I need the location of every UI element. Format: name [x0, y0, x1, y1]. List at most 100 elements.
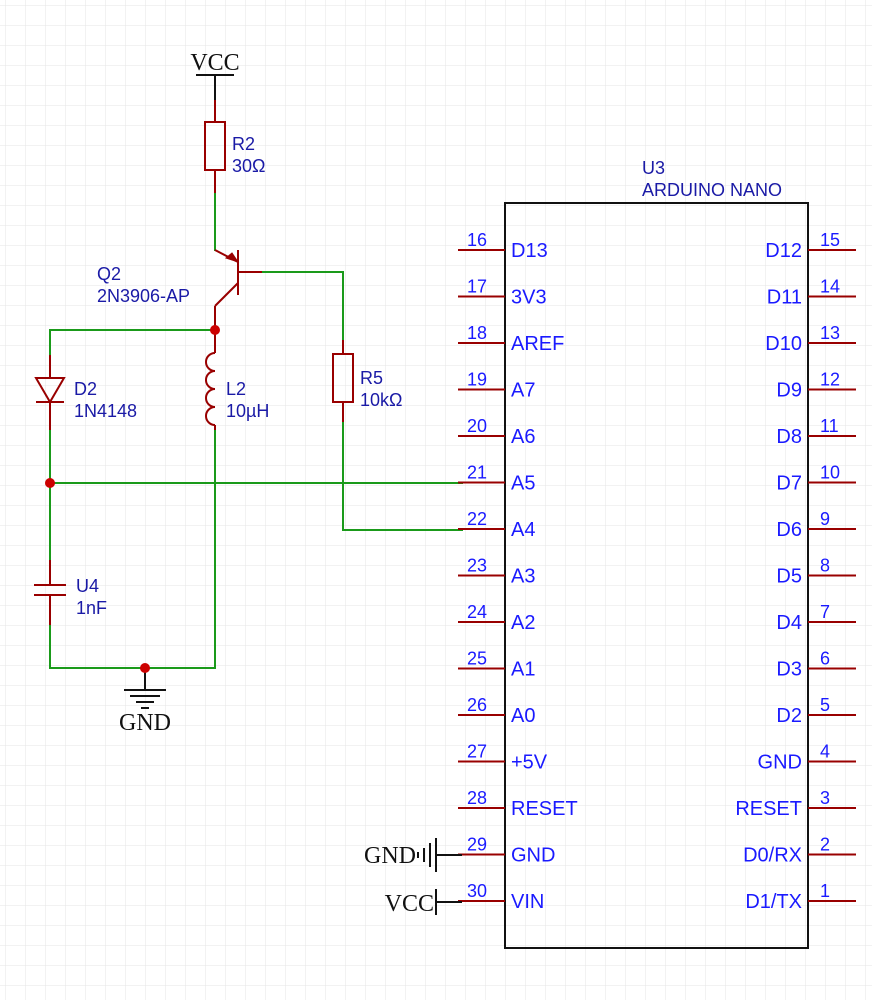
pin-name: +5V: [511, 752, 548, 774]
vcc-top-label: VCC: [190, 50, 239, 76]
d2-ref: D2: [74, 379, 97, 399]
pin-name: A0: [511, 705, 535, 727]
r5-ref: R5: [360, 368, 383, 388]
nano-pin-27: 27 +5V: [458, 742, 548, 774]
pin-number: 6: [820, 649, 830, 669]
pin-name: D2: [776, 705, 802, 727]
pin-name: A4: [511, 519, 535, 541]
d2-value: 1N4148: [74, 401, 137, 421]
pin-name: 3V3: [511, 287, 547, 309]
pin-name: D6: [776, 519, 802, 541]
junction-dot: [140, 663, 150, 673]
nano-pin-9: 9D6: [776, 509, 856, 541]
nano-pin-5: 5D2: [776, 695, 856, 727]
resistor-r2: R2 30Ω: [204, 100, 265, 193]
gnd-pin29-label: GND: [364, 843, 416, 869]
pin-number: 2: [820, 835, 830, 855]
pin-name: A6: [511, 426, 535, 448]
pin-number: 22: [467, 509, 487, 529]
pin-name: D10: [765, 333, 802, 355]
inductor-l2: L2 10µH: [205, 330, 269, 430]
pin-name: D4: [776, 612, 802, 634]
pin-number: 20: [467, 416, 487, 436]
nano-pin-2: 2D0/RX: [743, 835, 856, 867]
capacitor-u4: U4 1nF: [34, 560, 107, 625]
gnd-bottom-label: GND: [119, 710, 171, 736]
pin-number: 17: [467, 277, 487, 297]
pin-number: 8: [820, 556, 830, 576]
vcc-pin30-label: VCC: [385, 891, 434, 917]
q2-emitter-arrow: [224, 252, 240, 263]
u4-ref: U4: [76, 576, 99, 596]
pin-name: A7: [511, 380, 535, 402]
nano-right-pins: 15D1214D1113D1012D911D810D79D68D57D46D35…: [735, 230, 856, 913]
junctions: [45, 325, 220, 673]
pin-number: 1: [820, 881, 830, 901]
pin-name: GND: [758, 752, 802, 774]
pin-number: 27: [467, 742, 487, 762]
diode-d2: D2 1N4148: [34, 355, 137, 430]
pin-name: VIN: [511, 891, 544, 913]
pin-number: 12: [820, 370, 840, 390]
pin-number: 9: [820, 509, 830, 529]
pin-number: 3: [820, 788, 830, 808]
resistor-r5: R5 10kΩ: [332, 340, 402, 422]
vcc-top-symbol: VCC: [190, 50, 240, 100]
r2-ref: R2: [232, 134, 255, 154]
pin-name: RESET: [511, 798, 578, 820]
pin-name: A3: [511, 566, 535, 588]
pin-name: D11: [767, 287, 802, 309]
u3-ref: U3: [642, 158, 665, 178]
gnd-pin29-symbol: GND: [364, 838, 462, 872]
pin-number: 30: [467, 881, 487, 901]
pin-number: 11: [820, 416, 839, 436]
pin-number: 25: [467, 649, 487, 669]
pin-name: D12: [765, 240, 802, 262]
nano-pin-6: 6D3: [776, 649, 856, 681]
pin-number: 21: [467, 463, 487, 483]
pin-name: D5: [776, 566, 802, 588]
pin-number: 14: [820, 277, 840, 297]
pin-number: 10: [820, 463, 840, 483]
q2-ref: Q2: [97, 264, 121, 284]
pin-name: D1/TX: [745, 891, 802, 913]
pin-name: A5: [511, 473, 535, 495]
pin-number: 7: [820, 602, 830, 622]
pin-number: 15: [820, 230, 840, 250]
pin-name: A1: [511, 659, 535, 681]
l2-ref: L2: [226, 379, 246, 399]
nano-pin-7: 7D4: [776, 602, 856, 634]
pin-name: D3: [776, 659, 802, 681]
r5-value: 10kΩ: [360, 390, 402, 410]
pin-name: D0/RX: [743, 845, 802, 867]
junction-dot: [45, 478, 55, 488]
pin-number: 4: [820, 742, 830, 762]
pin-number: 26: [467, 695, 487, 715]
pin-name: D7: [776, 473, 802, 495]
pin-number: 28: [467, 788, 487, 808]
pin-name: A2: [511, 612, 535, 634]
wires: [49, 192, 463, 669]
pin-name: GND: [511, 845, 555, 867]
pin-number: 5: [820, 695, 830, 715]
pin-name: AREF: [511, 333, 564, 355]
